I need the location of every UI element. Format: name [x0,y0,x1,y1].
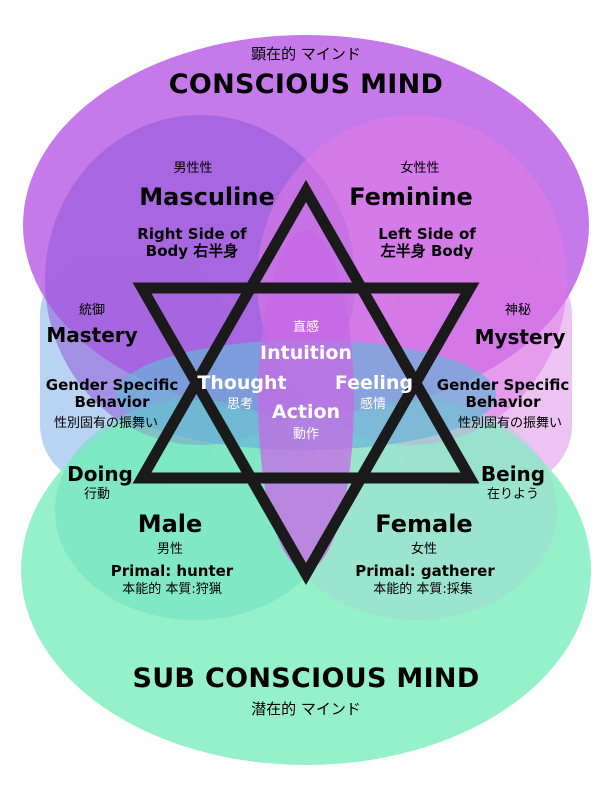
feeling-jp-label: 感情 [359,397,387,412]
thought-label: Thought [197,372,287,394]
masculine-jp-label: 男性性 [173,161,213,176]
downward-triangle [132,282,480,586]
feminine-title: Feminine [349,183,473,211]
male-jp-label: 男性 [156,542,184,557]
doing-label: Doing [67,462,133,486]
feminine-jp-label: 女性性 [400,161,440,176]
mystery-label: Mystery [474,325,566,349]
female-jp-label: 女性 [410,542,438,557]
female-essence-jp: 本能的 本質:採集 [373,582,473,597]
male-essence-jp: 本能的 本質:狩猟 [122,582,222,597]
male-primal: Primal: hunter [110,562,234,580]
subconscious-mind-title: SUB CONSCIOUS MIND [132,663,480,694]
intuition-label: Intuition [260,342,352,364]
mastery-label: Mastery [46,323,138,347]
female-primal: Primal: gatherer [355,562,495,580]
mastery-jp-label: 統御 [78,303,106,318]
being-jp-label: 在りよう [486,487,540,502]
male-title: Male [137,510,203,538]
doing-jp-label: 行動 [83,487,111,502]
gender-behavior-left-jp: 性別固有の振舞い [53,416,159,431]
thought-jp-label: 思考 [226,397,254,412]
female-title: Female [375,510,473,538]
mystery-jp-label: 神秘 [504,303,532,318]
subconscious-jp-label: 潜在的 マインド [251,700,361,718]
feeling-label: Feeling [334,372,414,394]
conscious-mind-title: CONSCIOUS MIND [168,69,444,100]
action-label: Action [271,401,341,423]
upward-triangle [132,179,480,484]
gender-behavior-right-jp: 性別固有の振舞い [457,416,563,431]
masculine-title: Masculine [139,183,275,211]
center-lens [258,230,354,570]
intuition-jp-label: 直感 [292,320,320,335]
action-jp-label: 動作 [292,427,320,442]
conscious-jp-label: 顕在的 マインド [251,45,361,63]
being-label: Being [480,462,546,486]
